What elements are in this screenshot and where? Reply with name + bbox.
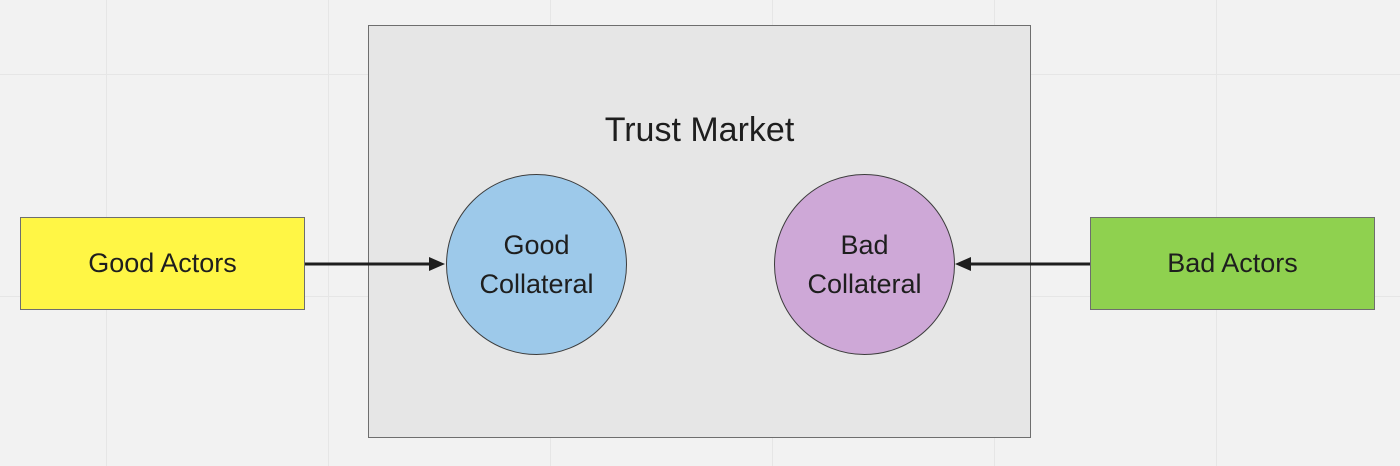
- bad-collateral-node[interactable]: Bad Collateral: [774, 174, 955, 355]
- good-collateral-node[interactable]: Good Collateral: [446, 174, 627, 355]
- good-collateral-label-line1: Good: [503, 229, 570, 260]
- bad-collateral-label-line1: Bad: [840, 229, 889, 260]
- bad-actors-node[interactable]: Bad Actors: [1090, 217, 1375, 310]
- good-actors-label: Good Actors: [88, 248, 237, 278]
- bad-collateral-label-line2: Collateral: [807, 268, 922, 299]
- bad-actors-label: Bad Actors: [1167, 248, 1298, 278]
- good-collateral-label-line2: Collateral: [479, 268, 594, 299]
- trust-market-title: Trust Market: [604, 111, 795, 149]
- good-actors-node[interactable]: Good Actors: [20, 217, 305, 310]
